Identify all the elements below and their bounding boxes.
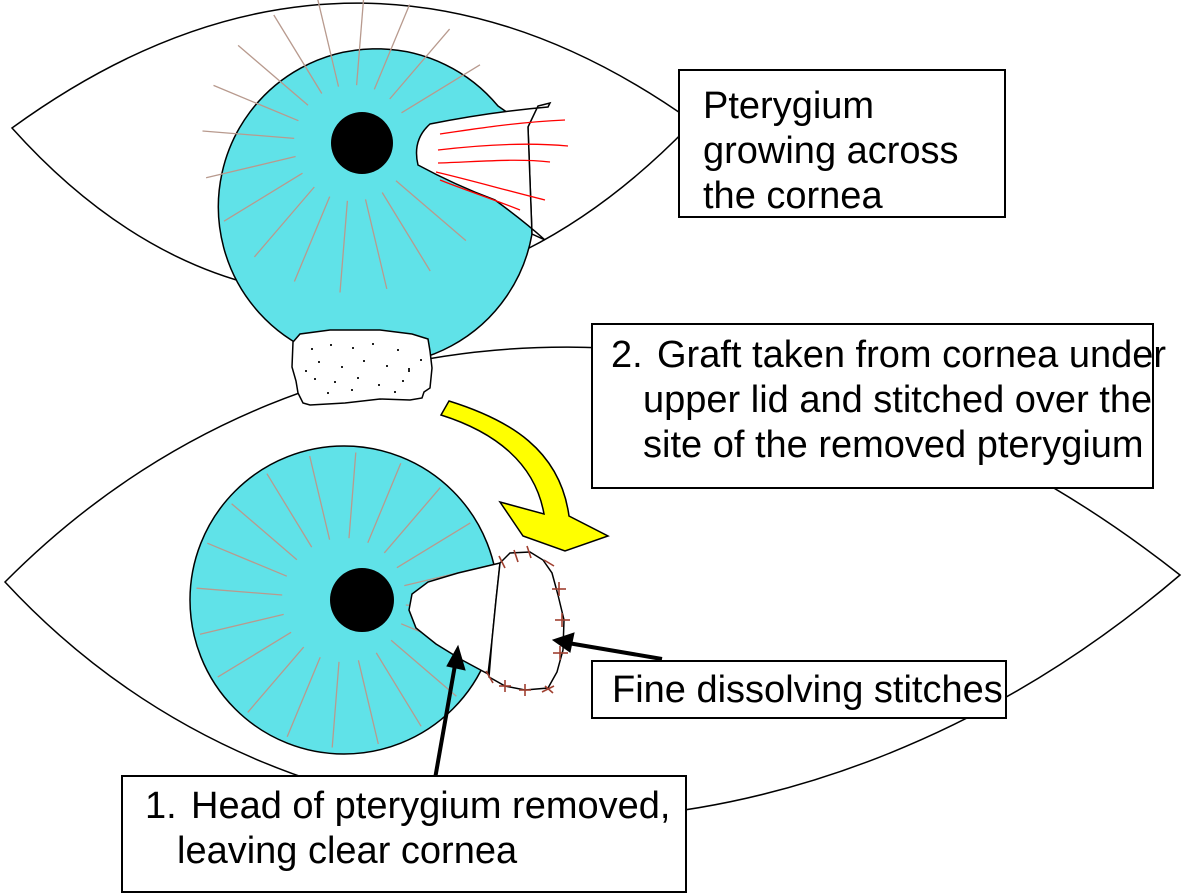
top-eye — [12, 0, 693, 365]
label-line: leaving clear cornea — [177, 829, 685, 874]
label-line: Pterygium — [703, 84, 1004, 129]
label-line: the cornea — [703, 174, 1004, 219]
stitches-label-box: Fine dissolving stitches — [591, 660, 1007, 719]
label-line: Graft taken from cornea under — [657, 333, 1166, 378]
pterygium-label-box: Pterygium growing across the cornea — [678, 69, 1006, 218]
step-number: 2. — [611, 333, 657, 378]
graft-patch — [292, 330, 432, 405]
top-cornea — [218, 49, 532, 365]
bottom-pupil — [330, 568, 394, 632]
label-line: growing across — [703, 129, 1004, 174]
head-removed-label-box: 1. Head of pterygium removed, leaving cl… — [121, 775, 687, 893]
label-line: Fine dissolving stitches — [612, 668, 1005, 713]
top-pupil — [331, 112, 393, 174]
label-line: upper lid and stitched over the — [643, 378, 1166, 423]
label-line: site of the removed pterygium — [643, 423, 1166, 468]
step-number: 1. — [145, 784, 191, 829]
graft-label-box: 2. Graft taken from cornea under upper l… — [591, 323, 1154, 489]
label-line: Head of pterygium removed, — [191, 784, 685, 829]
